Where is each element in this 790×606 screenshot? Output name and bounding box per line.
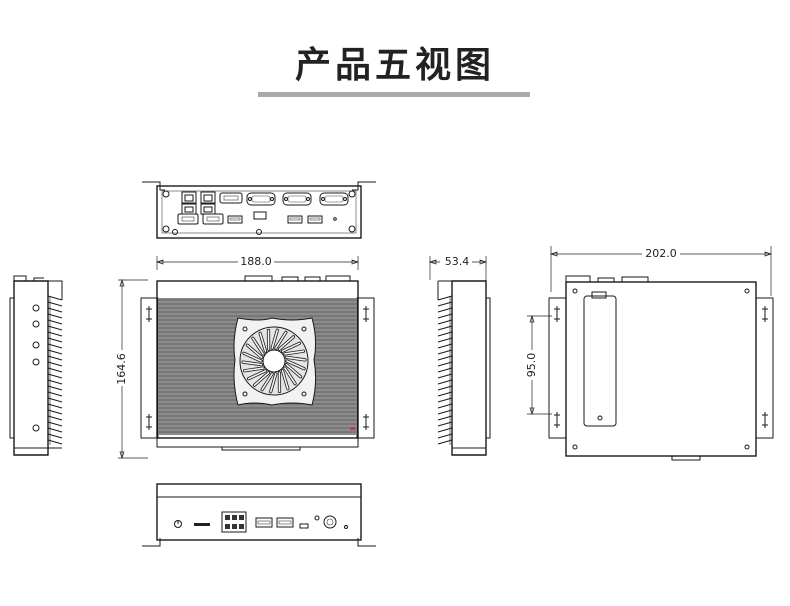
sd-card-slot-icon [194, 523, 210, 526]
mounting-screw-icon [162, 190, 356, 235]
left-side-view [9, 275, 63, 456]
side-port-icon [32, 304, 40, 432]
dimension-front-width: 188.0 [155, 255, 360, 270]
rear-view: 202.0 95.0 [524, 246, 774, 461]
serial-port-icon [246, 192, 349, 206]
dimension-rear-width: 202.0 [549, 246, 773, 296]
dimension-label-front-height: 164.6 [115, 353, 128, 385]
status-led [350, 427, 355, 430]
top-view-io-panel [142, 181, 376, 239]
side-heatsink-fins [437, 295, 453, 445]
rear-cover-plate [583, 295, 617, 427]
display-port-icon [177, 213, 224, 225]
bracket-slot-icon [146, 306, 369, 430]
dimension-side-depth: 53.4 [428, 255, 488, 282]
dimension-front-height: 164.6 [114, 278, 148, 460]
mounting-screw-icon [572, 288, 750, 450]
page-title: 产品五视图 [294, 45, 495, 86]
dimension-label-side-depth: 53.4 [445, 255, 470, 268]
hdmi-port-icon [219, 192, 243, 204]
power-led-icon [314, 515, 320, 521]
dimension-label-rear-hole-spacing: 95.0 [525, 353, 538, 378]
reset-button-icon [299, 523, 309, 529]
front-view-heatsink: 188.0 164.6 [114, 255, 375, 460]
terminal-block-icon [221, 511, 247, 533]
title-underline [258, 92, 530, 97]
fan-grille-icon [241, 328, 307, 394]
usb-port-icon [255, 517, 294, 528]
lan-port-icon [181, 191, 216, 215]
dimension-label-front-width: 188.0 [240, 255, 272, 268]
usb-port-icon [227, 211, 337, 224]
bottom-view-front-panel [142, 483, 376, 547]
power-button-icon [323, 515, 337, 529]
bracket-slot-icon [554, 306, 768, 428]
dimension-rear-hole-spacing: 95.0 [524, 314, 552, 416]
side-heatsink-fins [47, 295, 63, 445]
power-switch-icon [174, 520, 182, 528]
dimension-label-rear-width: 202.0 [645, 247, 677, 260]
right-side-view: 53.4 [428, 255, 491, 456]
